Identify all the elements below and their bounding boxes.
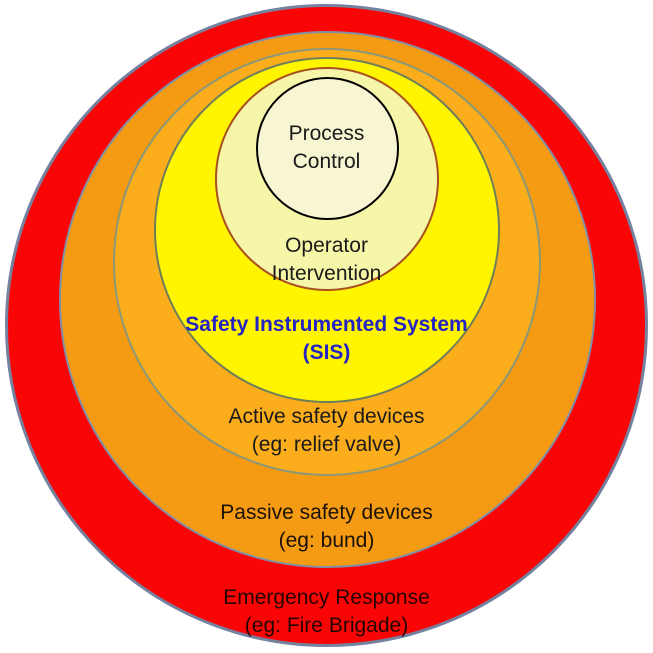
label-passive-safety-devices: Passive safety devices (eg: bund) — [220, 501, 433, 552]
label-active-safety-devices: Active safety devices (eg: relief valve) — [228, 405, 425, 456]
circle-process-control — [256, 77, 399, 220]
label-safety-instrumented-system: Safety Instrumented System (SIS) — [185, 313, 468, 364]
label-emergency-response: Emergency Response (eg: Fire Brigade) — [223, 586, 430, 637]
label-operator-intervention: Operator Intervention — [271, 234, 382, 285]
label-process-control: Process Control — [288, 122, 365, 173]
